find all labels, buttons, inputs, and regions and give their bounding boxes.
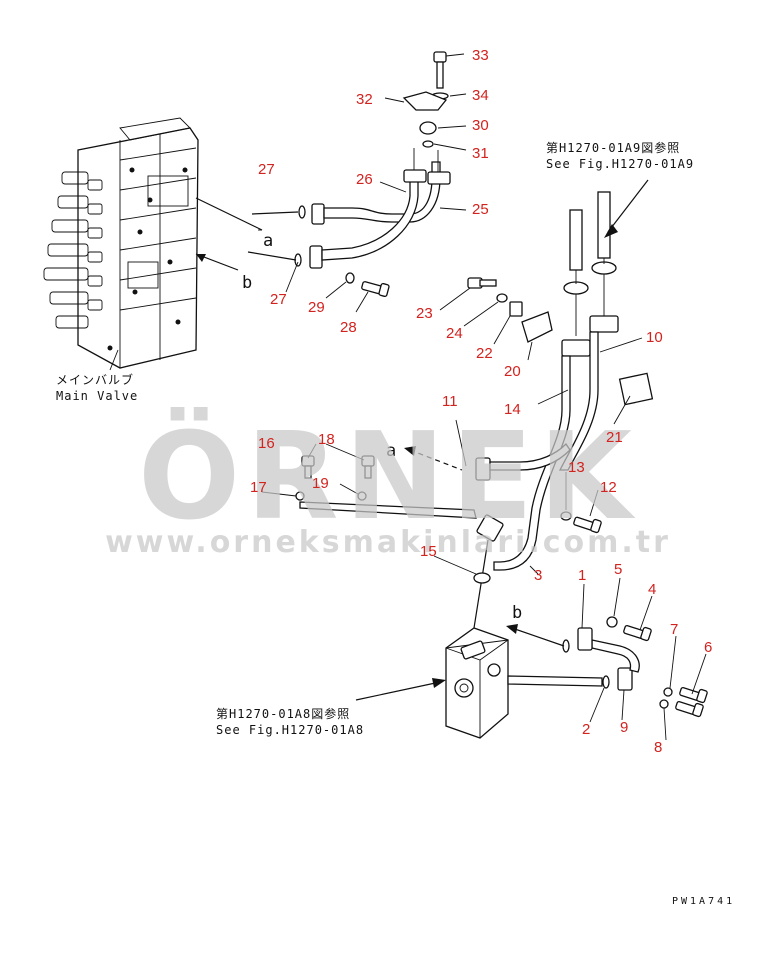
oring-30 <box>419 121 437 135</box>
label-9: 9 <box>620 719 628 736</box>
watermark-url: www.orneksmakinlari.com.tr <box>105 525 671 560</box>
leader-lines <box>258 53 707 741</box>
main-valve-label-jp: メインバルブ <box>56 372 134 387</box>
label-14: 14 <box>504 401 521 418</box>
label-16: 16 <box>258 435 275 452</box>
label-7: 7 <box>670 621 678 638</box>
washer-29 <box>345 272 355 284</box>
label-18: 18 <box>318 431 335 448</box>
label-33: 33 <box>472 47 489 64</box>
callout-b-upper: b <box>242 273 253 293</box>
label-27-upper: 27 <box>258 161 275 178</box>
watermark-brand: ÖRNEK <box>138 407 638 547</box>
label-24: 24 <box>446 325 463 342</box>
label-21: 21 <box>606 429 623 446</box>
plate-21 <box>618 372 654 406</box>
fig-a9-ref-jp: 第H1270-01A9図参照 <box>546 140 680 155</box>
label-2: 2 <box>582 721 590 738</box>
label-10: 10 <box>646 329 663 346</box>
label-22: 22 <box>476 345 493 362</box>
pipe-17-19 <box>299 501 477 519</box>
fig-a9-ref-en: See Fig.H1270-01A9 <box>546 157 694 171</box>
part-labels: 33 32 34 30 31 27 26 25 27 29 28 23 24 2… <box>250 47 712 756</box>
main-valve-label-en: Main Valve <box>56 389 138 403</box>
plate-22 <box>509 301 523 317</box>
bolt-8 <box>675 700 704 718</box>
washer-7 <box>663 687 673 697</box>
label-25: 25 <box>472 201 489 218</box>
bolt-6 <box>679 686 708 704</box>
label-17: 17 <box>250 479 267 496</box>
label-1: 1 <box>578 567 586 584</box>
washer-19 <box>357 491 367 501</box>
bracket-20 <box>521 311 553 343</box>
label-12: 12 <box>600 479 617 496</box>
main-valve-drawing <box>43 117 199 369</box>
bolt-23 <box>467 277 497 289</box>
label-30: 30 <box>472 117 489 134</box>
clamp-32 <box>402 91 448 111</box>
label-15: 15 <box>420 543 437 560</box>
label-19: 19 <box>312 475 329 492</box>
fitting-1 <box>577 627 593 651</box>
callout-a-lower: a <box>386 441 397 461</box>
bolt-33-group <box>433 51 447 89</box>
bolt-4 <box>623 624 652 642</box>
label-6: 6 <box>704 639 712 656</box>
label-27-lower: 27 <box>270 291 287 308</box>
bolt-28 <box>361 281 390 298</box>
label-31: 31 <box>472 145 489 162</box>
plug-15 <box>473 572 491 584</box>
callout-b-lower: b <box>512 603 523 623</box>
label-23: 23 <box>416 305 433 322</box>
label-8: 8 <box>654 739 662 756</box>
washer-24 <box>496 293 508 303</box>
label-11: 11 <box>442 393 458 410</box>
elbow-9 <box>617 667 633 691</box>
label-34: 34 <box>472 87 489 104</box>
label-32: 32 <box>356 91 373 108</box>
tee-connector <box>476 514 504 542</box>
bolt-16 <box>301 455 315 479</box>
pipe-assembly-upper <box>294 148 451 269</box>
label-26: 26 <box>356 171 373 188</box>
washer-9 <box>659 699 669 709</box>
callout-line-a-upper <box>195 197 263 231</box>
washer-13 <box>560 511 572 521</box>
drawing-code: PW1A741 <box>672 896 735 907</box>
fig-a8-ref-jp: 第H1270-01A8図参照 <box>216 706 350 721</box>
label-29: 29 <box>308 299 325 316</box>
label-5: 5 <box>614 561 622 578</box>
fitting-2 <box>602 675 610 689</box>
bolt-18 <box>361 455 375 479</box>
watermark: ÖRNEK www.orneksmakinlari.com.tr <box>105 407 671 560</box>
label-3: 3 <box>534 567 542 584</box>
callout-a-upper: a <box>263 231 274 251</box>
label-13: 13 <box>568 459 585 476</box>
plug-31 <box>422 140 434 148</box>
lower-valve-block <box>445 627 509 739</box>
label-4: 4 <box>648 581 656 598</box>
fig-a8-ref-en: See Fig.H1270-01A8 <box>216 723 364 737</box>
bolt-12 <box>573 516 602 534</box>
washer-5 <box>606 616 618 628</box>
label-28: 28 <box>340 319 357 336</box>
label-20: 20 <box>504 363 521 380</box>
